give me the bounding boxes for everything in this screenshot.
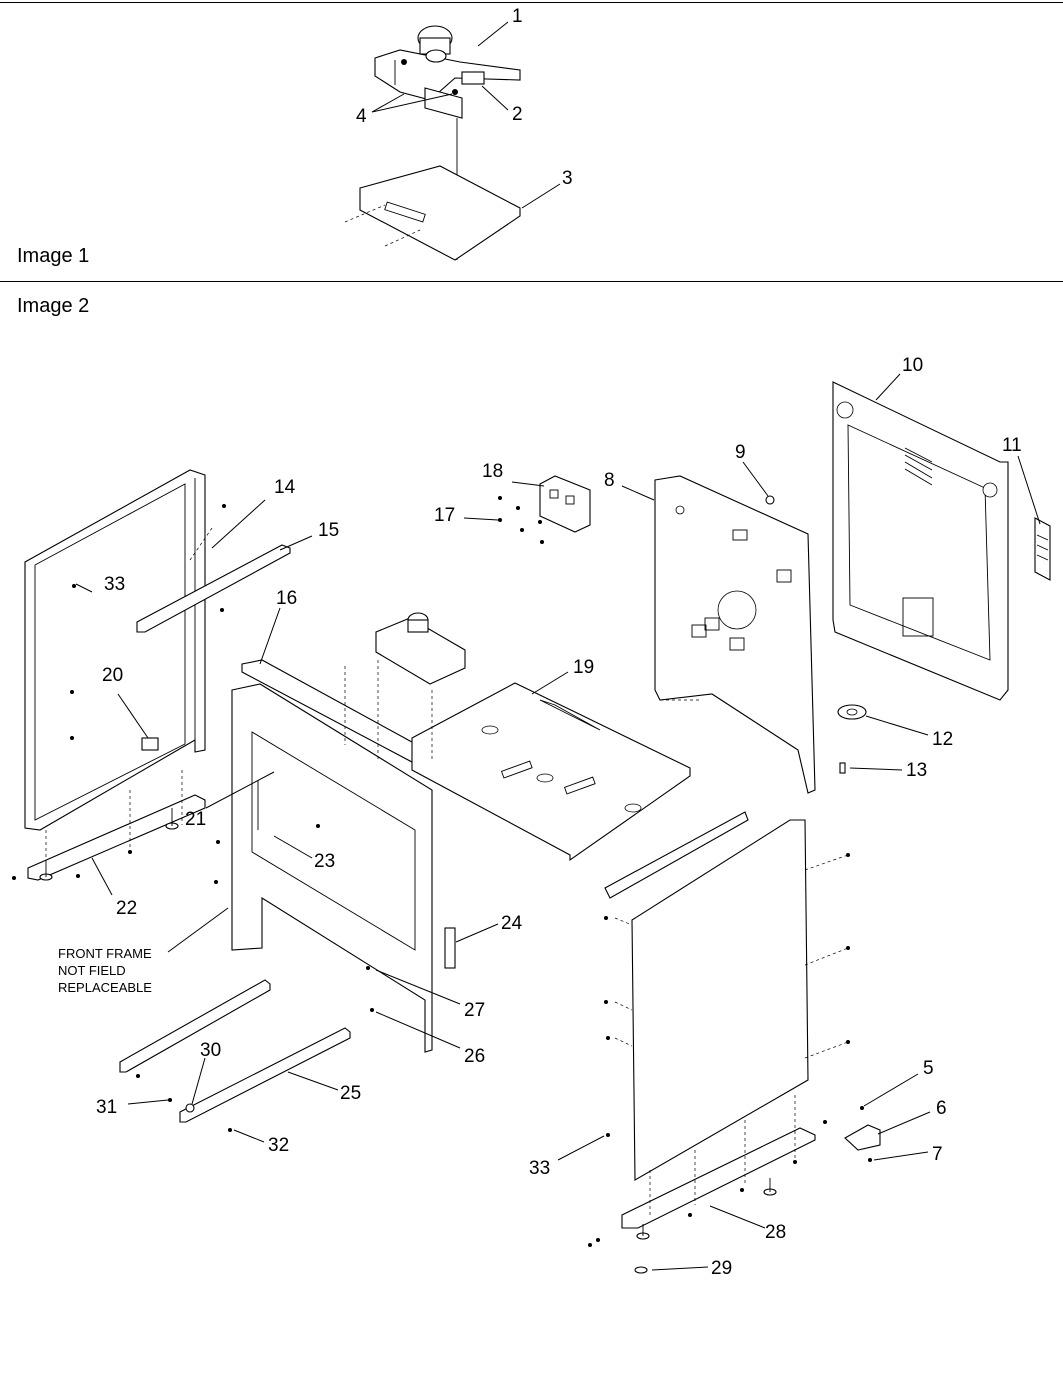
callout-13: 13 — [906, 760, 927, 781]
note-line-1: FRONT FRAME — [58, 946, 152, 961]
callout-22: 22 — [116, 898, 137, 919]
bracket-part-6 — [844, 1124, 881, 1151]
callout-4: 4 — [356, 106, 367, 127]
callout-8: 8 — [604, 470, 615, 491]
image-1-assembly: 1 2 3 4 — [344, 6, 573, 261]
rear-panel-part-8 — [654, 475, 816, 794]
bracket-part-20 — [141, 737, 159, 751]
image-2-assembly: 10 11 9 18 8 14 17 15 33 16 19 20 12 13 … — [12, 355, 1051, 1279]
assembly-lines — [45, 527, 849, 1215]
callout-15: 15 — [318, 520, 339, 541]
front-frame — [231, 683, 433, 1053]
rear-cover-part-10 — [832, 381, 1009, 701]
callout-6: 6 — [936, 1098, 947, 1119]
screw-set — [12, 496, 872, 1274]
switch-part-2 — [461, 71, 485, 85]
left-side-panel-part-14 — [24, 469, 206, 831]
callout-33-left: 33 — [104, 574, 125, 595]
callout-27: 27 — [464, 1000, 485, 1021]
right-side-panel — [604, 811, 809, 1181]
callout-25: 25 — [340, 1083, 361, 1104]
terminal-block-part-18 — [539, 475, 591, 533]
rail-part-22 — [27, 794, 206, 881]
section-label-image-2: Image 2 — [17, 295, 90, 317]
note-line-3: REPLACEABLE — [58, 980, 152, 995]
top-border — [0, 2, 1063, 3]
bottom-panel-part-19 — [411, 682, 691, 862]
callout-5: 5 — [923, 1058, 934, 1079]
callout-32: 32 — [268, 1135, 289, 1156]
callout-19: 19 — [573, 657, 594, 678]
callout-31: 31 — [96, 1097, 117, 1118]
clip-part-13 — [839, 762, 846, 774]
callout-1: 1 — [512, 6, 523, 27]
callout-30: 30 — [200, 1040, 221, 1061]
rail-part-28 — [621, 1127, 816, 1240]
callout-17: 17 — [434, 505, 455, 526]
leader-1 — [477, 21, 509, 47]
callout-12: 12 — [932, 729, 953, 750]
callout-10: 10 — [902, 355, 923, 376]
note-line-2: NOT FIELD — [58, 963, 126, 978]
section-label-image-1: Image 1 — [17, 245, 90, 267]
section-divider — [0, 281, 1063, 282]
base-plate-part-3 — [344, 165, 521, 261]
callout-24: 24 — [501, 913, 523, 934]
callout-23: 23 — [314, 851, 335, 872]
callout-9: 9 — [735, 442, 746, 463]
spacer-part-30 — [185, 1103, 195, 1113]
callout-29: 29 — [711, 1258, 732, 1279]
callout-33-right: 33 — [529, 1158, 550, 1179]
leader-4a — [371, 93, 405, 113]
rail-part-15 — [136, 544, 291, 633]
motor-assembly-part-1 — [374, 25, 521, 101]
callout-3: 3 — [562, 168, 573, 189]
motor-assembly-image-2 — [375, 612, 466, 685]
bracket-part-24 — [444, 927, 456, 969]
callout-7: 7 — [932, 1144, 943, 1165]
callout-14: 14 — [274, 477, 296, 498]
callout-2: 2 — [512, 104, 523, 125]
callout-26: 26 — [464, 1046, 485, 1067]
leader-2 — [481, 85, 509, 111]
callout-11: 11 — [1002, 435, 1022, 456]
callout-18: 18 — [482, 461, 503, 482]
callout-16: 16 — [276, 588, 297, 609]
leader-4b — [371, 93, 453, 113]
leader-lines — [75, 373, 1041, 1271]
rail-part-25 — [119, 979, 351, 1123]
grommet-part-12 — [837, 704, 867, 720]
callout-28: 28 — [765, 1222, 786, 1243]
leader-3 — [521, 183, 561, 209]
screw-part-9 — [765, 495, 775, 505]
callout-20: 20 — [102, 665, 123, 686]
callout-21: 21 — [185, 809, 206, 830]
vent-cover-part-11 — [1034, 517, 1051, 581]
